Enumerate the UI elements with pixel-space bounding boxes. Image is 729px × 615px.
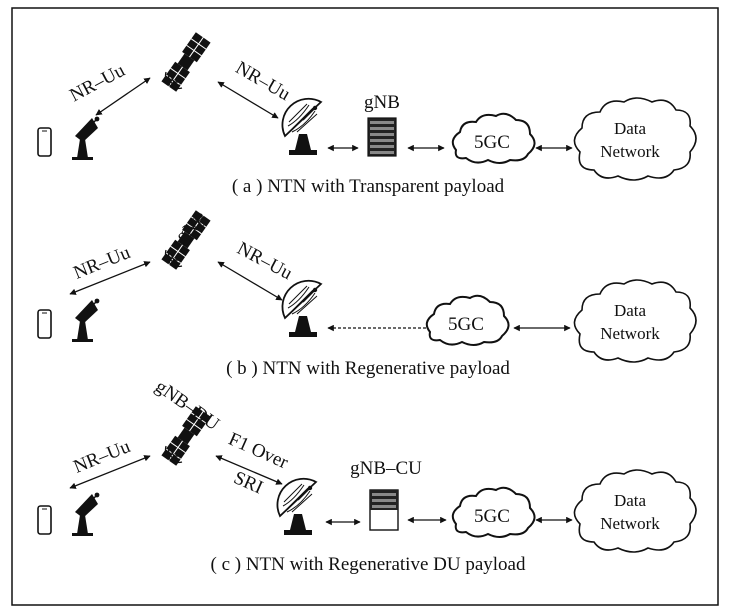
gnb-server-icon [367, 117, 397, 157]
sat-gw-link-label: NR–Uu [232, 57, 294, 105]
data-network-cloud-icon [573, 469, 697, 553]
core-label: 5GC [448, 314, 484, 335]
data-network-label-line1: Data [614, 491, 647, 510]
ue-sat-link-label: NR–Uu [71, 242, 134, 284]
gateway-dish-icon [281, 279, 322, 338]
data-network-label-line1: Data [614, 301, 647, 320]
caption-b: ( b ) NTN with Regenerative payload [226, 358, 510, 379]
data-network-cloud-icon [573, 279, 697, 363]
ue-dish-icon [71, 491, 101, 537]
data-network-label-line1: Data [614, 119, 647, 138]
satellite-icon [160, 31, 212, 93]
core-label: 5GC [474, 506, 510, 527]
f1-link-label-line2: SRI [230, 467, 266, 498]
f1-sri-link-arrow [215, 455, 283, 485]
ue-sat-link-arrow [69, 261, 151, 295]
sat-gw-link-arrow [217, 261, 283, 301]
f1-link-label-line1: F1 Over [225, 429, 292, 474]
ue-phone-icon [37, 309, 52, 339]
caption-a: ( a ) NTN with Transparent payload [232, 176, 505, 197]
ue-phone-icon [37, 505, 52, 535]
data-network-label-line2: Network [600, 324, 660, 343]
caption-c: ( c ) NTN with Regenerative DU payload [211, 554, 526, 575]
panel-b: NR–Uu gNB NR–Uu 5GC Data Network ( b ) N… [37, 208, 697, 379]
ue-sat-link-arrow [95, 77, 151, 116]
diagram-frame [11, 7, 719, 606]
data-network-label-line2: Network [600, 142, 660, 161]
gnb-label: gNB [364, 92, 400, 113]
data-network-cloud-icon [573, 97, 697, 181]
ue-sat-link-label: NR–Uu [71, 436, 134, 478]
ue-dish-icon [71, 115, 101, 161]
panel-a: NR–Uu NR–Uu gNB 5GC Data Network ( a ) N… [37, 31, 697, 197]
gnb-cu-label: gNB–CU [350, 458, 422, 479]
sat-gw-link-arrow [217, 81, 279, 119]
core-label: 5GC [474, 132, 510, 153]
ue-dish-icon [71, 297, 101, 343]
panel-c: NR–Uu gNB–DU F1 Over SRI gNB–CU 5GC Data… [37, 376, 697, 575]
ue-phone-icon [37, 127, 52, 157]
ue-sat-link-arrow [69, 455, 151, 489]
gnb-cu-server-icon [369, 489, 399, 531]
data-network-label-line2: Network [600, 514, 660, 533]
gateway-dish-icon [276, 477, 317, 536]
gateway-dish-icon [281, 97, 322, 156]
